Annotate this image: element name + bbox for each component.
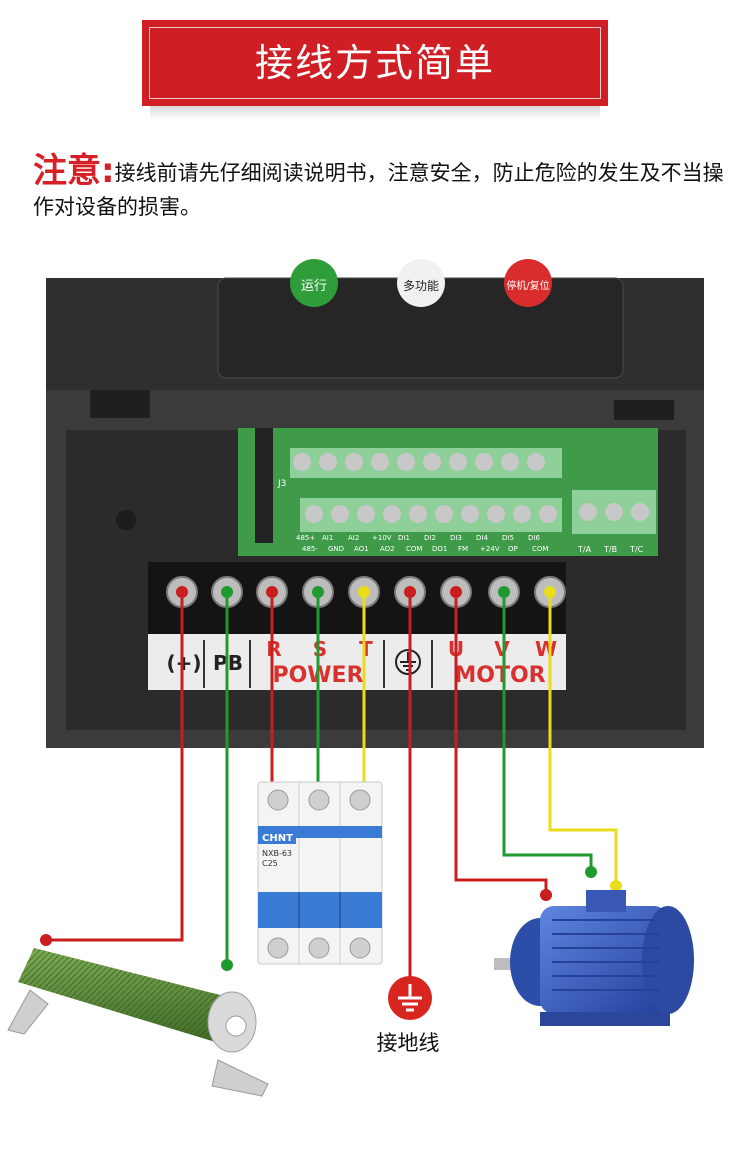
page-title: 接线方式简单 <box>254 41 495 85</box>
circuit-breaker: CHNT NXB-63 C25 <box>257 781 383 965</box>
svg-text:GND: GND <box>328 545 344 553</box>
label-r: R <box>266 637 281 661</box>
relay-labels: T/A T/B T/C <box>577 545 644 554</box>
label-t: T <box>359 637 373 661</box>
svg-text:OP: OP <box>508 545 518 553</box>
screw-hole <box>116 510 136 530</box>
run-key-label: 运行 <box>301 279 327 294</box>
wires <box>46 592 618 992</box>
title-banner: 接线方式简单 <box>142 20 608 106</box>
power-terminal-block: (+) PB R S T POWER U V W MOTOR <box>148 562 566 690</box>
wire-v-to-motor <box>502 592 593 872</box>
motor-terminal-box <box>586 890 626 912</box>
stop-key-label: 停机/复位 <box>506 279 549 292</box>
svg-text:DI3: DI3 <box>450 534 462 542</box>
svg-text:AO2: AO2 <box>380 545 395 553</box>
stop-key <box>504 259 552 307</box>
control-labels-row2: 485- GND AO1 AO2 COM DO1 FM +24V OP COM <box>302 545 548 553</box>
svg-text:COM: COM <box>406 545 422 553</box>
wire-w-to-motor <box>548 592 618 886</box>
svg-text:485+: 485+ <box>296 534 315 542</box>
wire-plus-to-resistor <box>46 592 184 942</box>
svg-text:T/A: T/A <box>577 545 592 554</box>
vent-left <box>90 390 150 418</box>
svg-text:T/B: T/B <box>603 545 617 554</box>
svg-text:AO1: AO1 <box>354 545 369 553</box>
label-w: W <box>535 637 557 661</box>
j3-label: J3 <box>277 479 286 489</box>
svg-text:DO1: DO1 <box>432 545 447 553</box>
motor-fan-cover <box>642 906 694 1014</box>
breaker-model: NXB-63 <box>262 849 292 858</box>
breaker-handles <box>258 892 382 928</box>
wire-endpoints <box>40 586 622 971</box>
vent-right <box>614 400 674 420</box>
svg-text:DI6: DI6 <box>528 534 540 542</box>
svg-text:+10V: +10V <box>372 534 392 542</box>
svg-text:+24V: +24V <box>480 545 500 553</box>
multi-key-label: 多功能 <box>403 279 439 293</box>
upper-screws <box>293 453 545 471</box>
notice-label: 注意: <box>33 151 115 191</box>
electric-motor <box>494 890 694 1026</box>
control-labels-row1: 485+ AI1 AI2 +10V DI1 DI2 DI3 DI4 DI5 DI… <box>296 534 540 542</box>
banner-shadow <box>150 106 600 120</box>
run-key <box>290 259 338 307</box>
breaker-rating: C25 <box>262 859 278 868</box>
breaker-brand: CHNT <box>262 833 293 844</box>
svg-text:COM: COM <box>532 545 548 553</box>
label-motor: MOTOR <box>454 663 545 688</box>
lower-screws <box>305 503 649 523</box>
svg-text:AI2: AI2 <box>348 534 359 542</box>
svg-text:AI1: AI1 <box>322 534 333 542</box>
notice-body: 接线前请先仔细阅读说明书，注意安全，防止危险的发生及不当操作对设备的损害。 <box>33 161 724 219</box>
label-s: S <box>313 637 327 661</box>
motor-fins <box>552 919 660 991</box>
svg-text:485-: 485- <box>302 545 318 553</box>
svg-text:DI2: DI2 <box>424 534 436 542</box>
ground-label: 接地线 <box>377 1031 440 1055</box>
svg-text:DI1: DI1 <box>398 534 410 542</box>
svg-text:T/C: T/C <box>629 545 644 554</box>
ground-icon <box>388 976 432 1020</box>
control-board: J3 485+ AI1 AI2 +10V DI1 DI2 DI3 <box>238 428 658 556</box>
terminal-label-plate <box>148 634 566 690</box>
pin-header <box>255 428 273 543</box>
label-plus: (+) <box>166 651 201 675</box>
svg-text:DI4: DI4 <box>476 534 488 542</box>
multi-key <box>397 259 445 307</box>
motor-base <box>540 1012 670 1026</box>
wire-u-to-motor <box>454 592 548 895</box>
braking-resistor <box>7 948 269 1097</box>
banner-frame <box>149 27 601 99</box>
label-v: V <box>494 637 510 661</box>
notice-text: 注意:接线前请先仔细阅读说明书，注意安全，防止危险的发生及不当操作对设备的损害。 <box>33 154 733 224</box>
svg-text:FM: FM <box>458 545 468 553</box>
svg-text:DI5: DI5 <box>502 534 514 542</box>
